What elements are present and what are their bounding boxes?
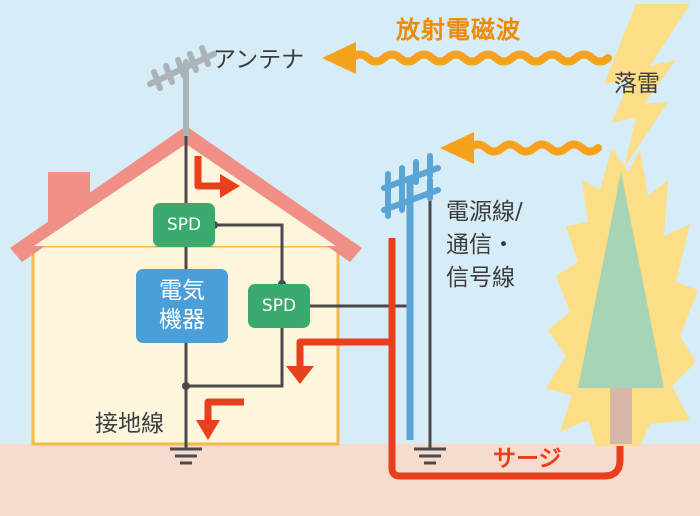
radiated-wave-arrow-pole: [466, 140, 602, 156]
radiated-wave-arrow-top: [348, 50, 612, 66]
ground-symbol-house: [170, 447, 202, 465]
radiated-wave-arrowhead-pole: [440, 132, 474, 164]
power-line-label-line: 通信・: [446, 232, 515, 258]
utility-pole-icon: [381, 153, 441, 444]
spd-box-top: SPD: [153, 203, 215, 247]
ground-symbol-pole: [414, 444, 446, 465]
surge-arrow-antenna: [194, 156, 224, 190]
device-label-line: 機器: [159, 307, 205, 333]
surge-arrowhead-house: [286, 366, 314, 384]
antenna-icon: [147, 45, 217, 139]
surge-arrow-ground: [204, 398, 244, 424]
surge-arrowhead-ground: [196, 420, 220, 440]
wire-node: [182, 382, 190, 390]
surge-path: [296, 238, 624, 480]
electric-device-box: 電気 機器: [136, 269, 228, 343]
device-label-line: 電気: [159, 278, 205, 304]
power-line-label-line: 信号線: [446, 265, 515, 291]
tree-trunk: [610, 388, 632, 444]
lightning-label: 落雷: [614, 71, 660, 97]
ground-area: [0, 444, 700, 516]
house-wiring: [184, 136, 410, 448]
surge-label: サージ: [493, 446, 562, 472]
lightning-bolt-icon: [604, 4, 690, 168]
radiated-wave-arrowhead-top: [322, 42, 356, 74]
antenna-label: アンテナ: [213, 47, 305, 73]
radiated-wave-title: 放射電磁波: [396, 16, 521, 44]
power-line-label-line: 電源線/: [446, 199, 523, 225]
tree-icon: [578, 172, 664, 388]
ground-wire-label: 接地線: [95, 411, 164, 437]
surge-arrowhead-antenna: [220, 174, 240, 198]
spd-box-side: SPD: [248, 284, 310, 328]
power-line-label: 電源線/ 通信・ 信号線: [446, 196, 523, 295]
